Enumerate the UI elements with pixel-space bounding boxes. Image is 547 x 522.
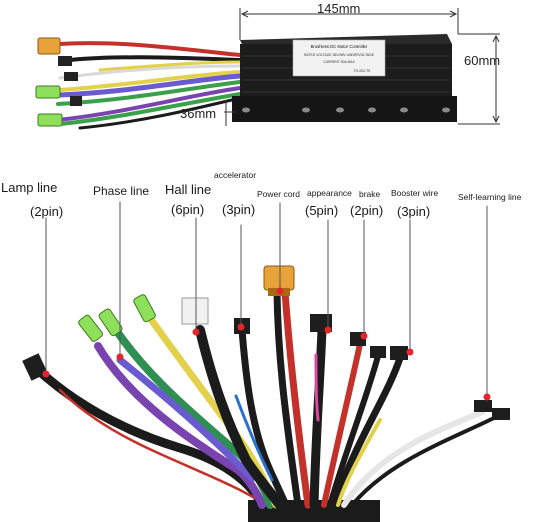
leader-lines <box>45 201 488 396</box>
brake-label: brake <box>359 189 381 199</box>
booster-wire-label: Booster wire <box>391 188 439 198</box>
black-connector-top-1 <box>58 56 72 66</box>
sticker-line2: RATED VOLTAGE 36V/48V UNDERVOLTAGE <box>304 53 375 57</box>
controller-sticker: Brushless DC Motor Controller RATED VOLT… <box>292 39 386 77</box>
appearance-pins: (5pin) <box>305 203 339 218</box>
wiring-detail-photo <box>22 201 510 522</box>
lamp-connector <box>22 353 48 381</box>
hall-connector <box>181 297 209 325</box>
black-connector-top-2 <box>70 96 82 106</box>
self-learning-connector-1 <box>474 400 492 412</box>
top-wires <box>56 41 243 130</box>
phase-wire-1 <box>94 342 266 509</box>
accelerator-label: accelerator <box>214 170 257 180</box>
controller-body: Brushless DC Motor Controller RATED VOLT… <box>232 34 457 122</box>
black-connector-top-3 <box>64 72 78 81</box>
booster-wire <box>332 354 404 509</box>
brake-wire-1 <box>321 341 363 508</box>
phase-line-label: Phase line <box>93 184 150 198</box>
height-dimension: 60mm <box>464 53 501 68</box>
self-learning-label: Self-learning line <box>458 192 522 202</box>
green-connector-top-1 <box>35 85 61 99</box>
appearance-label: appearance <box>307 188 352 198</box>
lamp-line-pins: (2pin) <box>30 204 64 219</box>
green-connector-top-2 <box>37 113 63 127</box>
power-connector-top <box>37 37 61 55</box>
brake-connector-2 <box>370 346 386 358</box>
sticker-line3: CURRENT 30A MAX <box>323 60 355 64</box>
hall-line-pins: (6pin) <box>171 202 205 217</box>
hall-line-label: Hall line <box>165 182 212 197</box>
self-learning-connector-2 <box>492 408 510 420</box>
width-dimension: 145mm <box>317 1 361 16</box>
booster-wire-pins: (3pin) <box>397 204 431 219</box>
booster-connector <box>390 346 408 360</box>
phase-connectors <box>78 294 156 342</box>
power-cord-label: Power cord <box>257 189 300 199</box>
brake-wire-2 <box>327 353 381 508</box>
accelerator-pins: (3pin) <box>222 202 256 217</box>
red-markers <box>42 287 491 401</box>
controller-top-photo: Brushless DC Motor Controller RATED VOLT… <box>35 8 500 130</box>
power-cord-wire <box>273 288 302 509</box>
self-learning-wire <box>341 409 485 508</box>
accelerator-wire <box>238 326 290 509</box>
lamp-line-label: Lamp line <box>1 180 58 195</box>
dimension-lines <box>224 8 500 126</box>
sticker-line1: Brushless DC Motor Controller <box>311 44 368 49</box>
hall-wire <box>195 325 285 510</box>
brake-pins: (2pin) <box>350 203 384 218</box>
depth-dimension: 36mm <box>180 106 217 121</box>
sticker-line4: TO-002-TK <box>354 69 372 73</box>
